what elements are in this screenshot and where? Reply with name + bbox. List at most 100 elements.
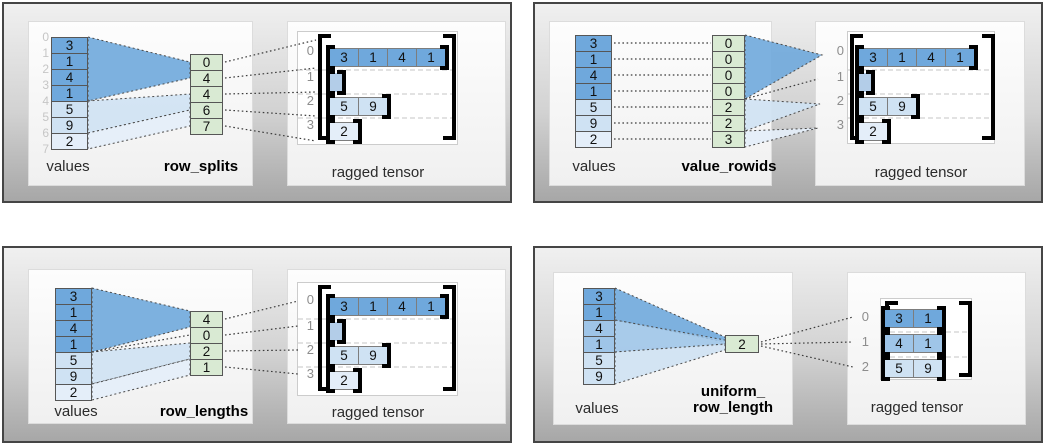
bracket-right xyxy=(937,306,946,331)
param-cell: 2 xyxy=(712,115,745,132)
row-index: 3 xyxy=(836,117,844,132)
tensor-row: 2 xyxy=(326,368,362,393)
value-index: 1 xyxy=(42,46,49,60)
values-label: values xyxy=(575,400,619,417)
tensor-cell: 1 xyxy=(887,48,917,67)
value-cell: 4 xyxy=(51,69,88,86)
values-column: 3 1 4 1 5 9 2 xyxy=(55,288,92,401)
values-label: values xyxy=(46,158,90,175)
value-cell: 9 xyxy=(55,368,92,385)
tensor-row: 5 9 xyxy=(326,343,391,368)
tensor-cell: 1 xyxy=(358,48,388,67)
tensor-cell: 4 xyxy=(387,48,417,67)
bracket-left xyxy=(881,331,890,356)
tensor-cell: 1 xyxy=(913,334,943,353)
param-label-line1: uniform_ xyxy=(700,383,766,400)
values-label: values xyxy=(572,158,616,175)
tensor-row: 3 1 4 1 xyxy=(855,45,978,70)
param-cell: 2 xyxy=(712,99,745,116)
bracket-right xyxy=(866,70,875,95)
bracket-right xyxy=(969,45,978,70)
param-cell: 2 xyxy=(190,343,223,360)
tensor-row: 2 xyxy=(326,119,362,144)
value-index: 0 xyxy=(42,30,49,44)
tensor-row-empty xyxy=(326,319,346,344)
value-cell: 1 xyxy=(51,53,88,70)
bracket-left xyxy=(318,34,331,140)
row-index: 1 xyxy=(861,334,869,349)
tensor-row-empty xyxy=(855,70,875,95)
param-cell: 4 xyxy=(190,311,223,328)
bracket-right xyxy=(353,119,362,144)
param-cell: 2 xyxy=(725,335,759,353)
bracket-left xyxy=(855,94,864,119)
tensor-cell: 4 xyxy=(387,297,417,316)
value-cell: 5 xyxy=(575,99,612,116)
param-cell: 3 xyxy=(712,131,745,148)
bracket-right xyxy=(337,319,346,344)
value-cell: 3 xyxy=(51,37,88,54)
bracket-left xyxy=(881,306,890,331)
value-cell: 1 xyxy=(575,83,612,100)
row-index: 3 xyxy=(306,366,314,381)
bracket-right xyxy=(911,94,920,119)
bracket-right xyxy=(443,34,456,140)
bracket-left xyxy=(881,356,890,381)
tensor-label: ragged tensor xyxy=(870,399,964,416)
param-cell: 0 xyxy=(712,67,745,84)
param-cell: 7 xyxy=(190,118,223,135)
value-cell: 9 xyxy=(583,368,615,385)
bracket-left xyxy=(326,343,335,368)
row-index: 2 xyxy=(306,93,314,108)
value-cell: 5 xyxy=(583,352,615,369)
param-cell: 0 xyxy=(190,54,223,71)
value-index: 3 xyxy=(42,78,49,92)
param-cell: 0 xyxy=(712,35,745,52)
panel-value-rowids: 3 1 4 1 5 9 2 0 0 0 0 2 2 3 values value… xyxy=(533,2,1043,203)
bracket-right xyxy=(382,343,391,368)
tensor-cell: 4 xyxy=(916,48,946,67)
row-index: 1 xyxy=(306,318,314,333)
tensor-label: ragged tensor xyxy=(874,164,968,181)
value-index: 7 xyxy=(42,142,49,156)
bracket-left xyxy=(318,285,331,391)
value-index: 2 xyxy=(42,62,49,76)
bracket-right xyxy=(882,119,891,144)
value-cell: 2 xyxy=(51,133,88,150)
tensor-row: 5 9 xyxy=(326,94,391,119)
tensor-row: 5 9 xyxy=(855,94,920,119)
values-label: values xyxy=(54,403,98,420)
param-cell: 1 xyxy=(190,359,223,376)
param-cell: 0 xyxy=(712,51,745,68)
value-cell: 2 xyxy=(55,384,92,401)
bracket-right xyxy=(959,301,972,377)
value-cell: 4 xyxy=(55,320,92,337)
bracket-right xyxy=(382,94,391,119)
tensor-row-empty xyxy=(326,70,346,95)
bracket-left xyxy=(326,94,335,119)
panel-uniform-row-length: 3 1 4 1 5 9 2 values uniform_ row_length… xyxy=(533,246,1043,443)
row-index: 0 xyxy=(861,309,869,324)
bracket-left xyxy=(855,119,864,144)
bracket-right xyxy=(440,45,449,70)
value-cell: 1 xyxy=(583,336,615,353)
bracket-left xyxy=(326,294,335,319)
row-index: 2 xyxy=(306,342,314,357)
bracket-right xyxy=(937,331,946,356)
param-cell: 6 xyxy=(190,102,223,119)
value-index: 4 xyxy=(42,94,49,108)
bracket-left xyxy=(326,368,335,393)
bracket-left xyxy=(326,319,335,344)
bracket-right xyxy=(443,285,456,391)
bracket-right xyxy=(937,356,946,381)
value-cell: 9 xyxy=(51,117,88,134)
value-cell: 1 xyxy=(55,304,92,321)
row-index: 0 xyxy=(306,292,314,307)
panel-row-splits: 0 1 2 3 4 5 6 7 3 1 4 1 5 9 2 0 4 4 6 7 … xyxy=(2,2,512,203)
values-column: 3 1 4 1 5 9 2 xyxy=(575,35,612,148)
param-label: value_rowids xyxy=(681,158,777,175)
bracket-left xyxy=(855,70,864,95)
value-cell: 2 xyxy=(575,131,612,148)
value-cell: 9 xyxy=(575,115,612,132)
tensor-row: 3 1 4 1 xyxy=(326,294,449,319)
